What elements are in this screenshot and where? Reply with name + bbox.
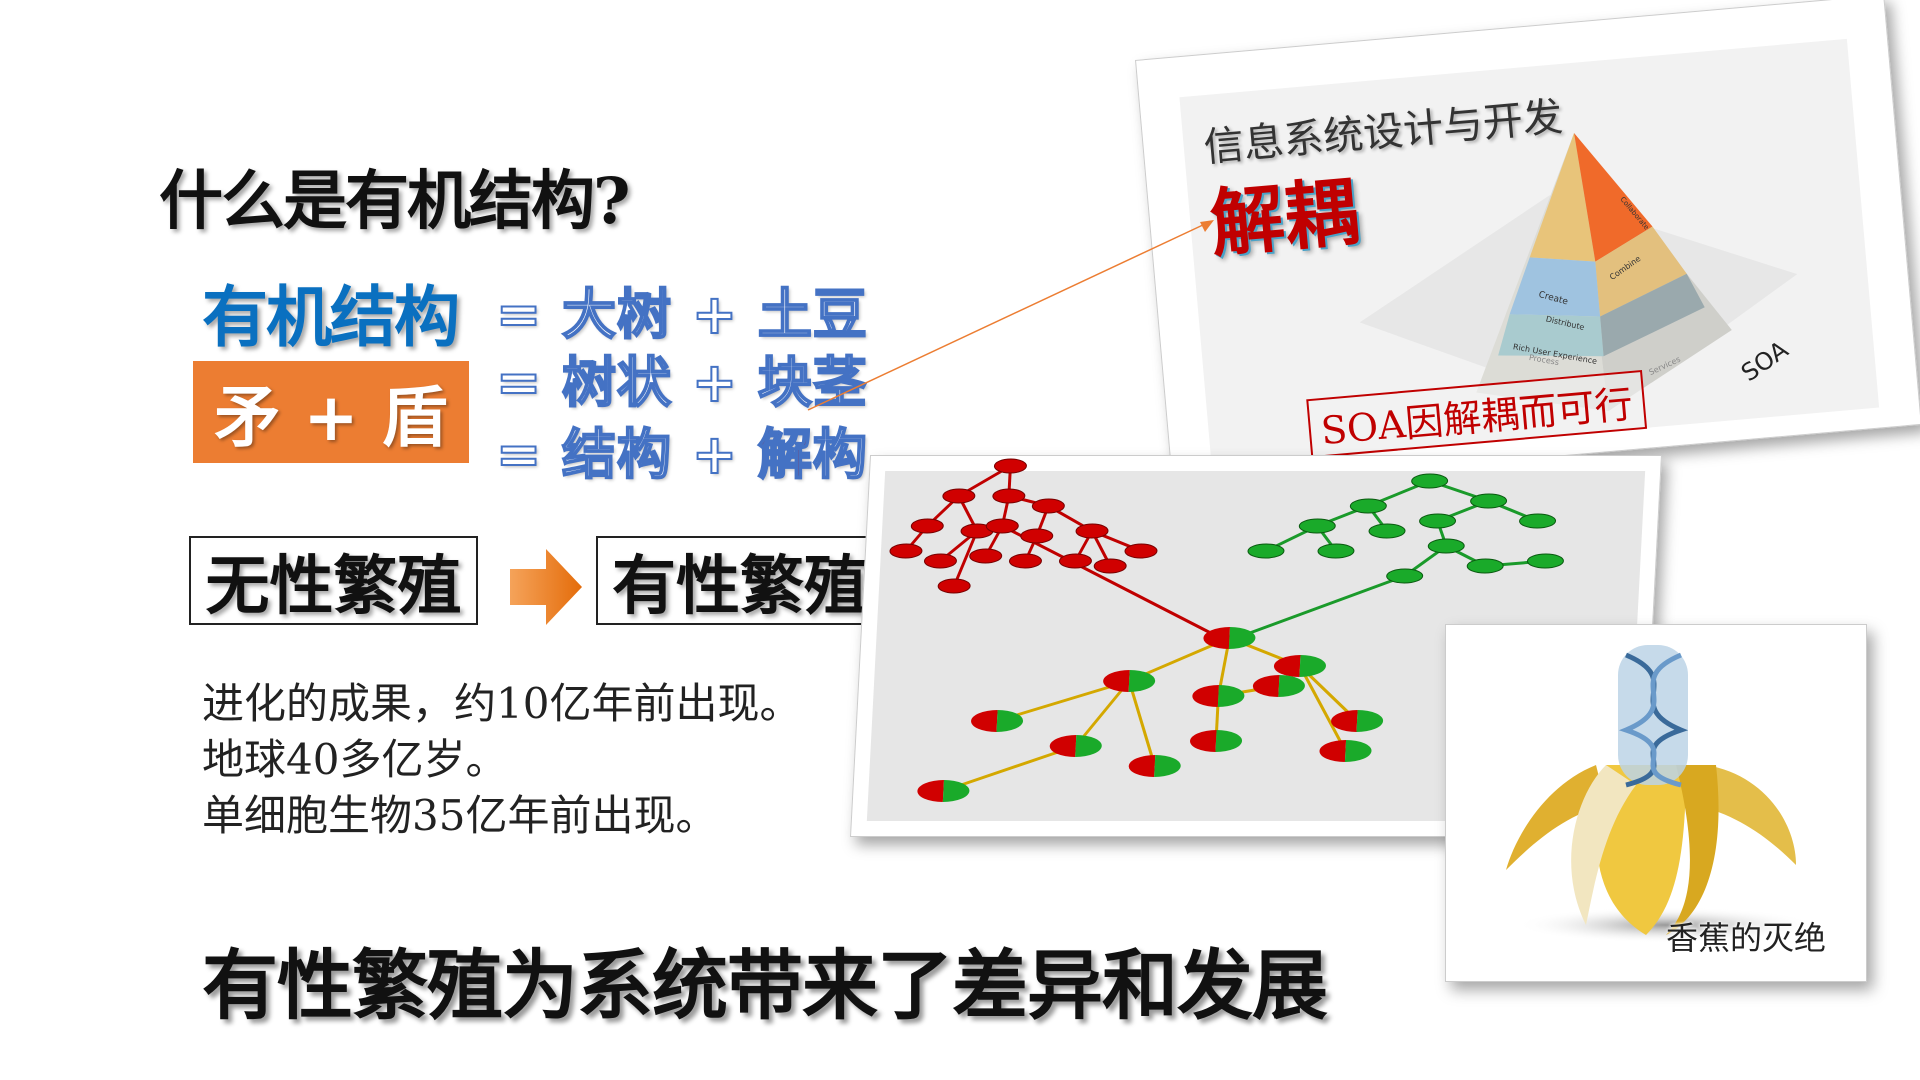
soa-pyramid: Create Combine Collaborate Distribute Ri… [1359,133,1798,412]
equation-1-right: 土豆 [757,282,868,347]
body-text: 进化的成果，约10亿年前出现。 地球40多亿岁。 单细胞生物35亿年前出现。 [202,676,801,844]
hybrid-node [1192,685,1245,707]
hybrid-node [1049,735,1102,757]
banana-card: 香蕉的灭绝 [1445,624,1867,982]
hybrid-node [917,780,970,802]
decouple-label: 解耦 [1206,169,1362,268]
equation-2: = 树状 + 块茎 [495,338,868,417]
equation-1-left: = 大树 + [495,282,758,347]
asexual-box: 无性繁殖 [189,536,478,625]
equation-3-right: 构 [812,422,868,487]
hybrid-node [1273,655,1326,677]
hybrid-node [1190,730,1243,752]
organic-structure-label: 有机结构 [202,279,460,356]
sexual-box: 有性繁殖 [596,536,884,625]
banana-dna-image [1506,645,1816,943]
contradiction-box: 矛 + 盾 [193,361,469,463]
body-line: 进化的成果，约10亿年前出现。 [202,679,802,728]
hybrid-nodes [917,627,1384,802]
hybrid-node [1128,755,1181,777]
headline: 有性繁殖为系统带来了差异和发展 [202,941,1328,1030]
right-arrow-icon [510,549,582,625]
equation-3-red-char: 解 [757,422,813,487]
banana-caption: 香蕉的灭绝 [1665,919,1826,957]
hybrid-node [1252,675,1305,697]
hybrid-node [1331,710,1384,732]
hybrid-node [1203,627,1256,649]
body-line: 地球40多亿岁。 [202,735,508,784]
slide-title: 什么是有机结构? [159,164,630,239]
soa-card: 信息系统设计与开发 解耦 Create Combine Collaborate … [1135,0,1920,491]
hybrid-node [971,710,1024,732]
hybrid-node [1103,670,1156,692]
hybrid-node [1319,740,1372,762]
equation-2-right: 块茎 [757,350,868,415]
equation-3: = 结构 + 解构 [495,410,868,489]
equation-3-left: = 结构 + [495,422,758,487]
body-line: 单细胞生物35亿年前出现。 [202,791,718,840]
equation-2-left: = 树状 + [495,350,758,415]
